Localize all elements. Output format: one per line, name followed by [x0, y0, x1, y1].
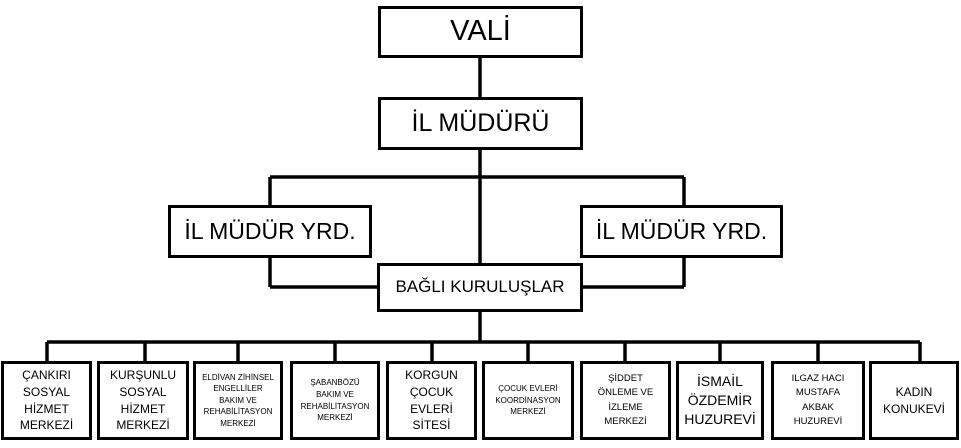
il-mudur-yardimcisi-right-box: İL MÜDÜR YRD.	[580, 205, 783, 258]
unit-label: ÇOCUK EVLERİ KOORDİNASYON MERKEZİ	[495, 384, 561, 417]
vali-box: VALİ	[378, 6, 583, 58]
unit-label: ILGAZ HACI MUSTAFA AKBAK HUZUREVİ	[791, 373, 845, 427]
unit-box: ŞİDDET ÖNLEME VE İZLEME MERKEZİ	[580, 361, 671, 440]
unit-box: ÇANKIRI SOSYAL HİZMET MERKEZİ	[1, 361, 92, 440]
unit-box: KADIN KONUKEVİ	[869, 361, 959, 440]
vali-label: VALİ	[450, 15, 511, 48]
il-mudur-yardimcisi-right-label: İL MÜDÜR YRD.	[595, 217, 768, 244]
unit-box: KORGUN ÇOCUK EVLERİ SİTESİ	[386, 361, 477, 440]
unit-label: KADIN KONUKEVİ	[882, 384, 945, 416]
unit-box: İSMAİL ÖZDEMİR HUZUREVİ	[676, 361, 764, 440]
unit-label: ELDİVAN ZİHİNSEL ENGELLİLER BAKIM VE REH…	[202, 372, 274, 428]
il-mudur-yardimcisi-left-label: İL MÜDÜR YRD.	[184, 217, 356, 244]
unit-label: İSMAİL ÖZDEMİR HUZUREVİ	[684, 373, 756, 427]
bagli-kuruluslar-label: BAĞLI KURULUŞLAR	[395, 277, 565, 297]
unit-label: KORGUN ÇOCUK EVLERİ SİTESİ	[405, 367, 458, 433]
unit-label: ŞABANBÖZÜ BAKIM VE REHABİLİTASYON MERKEZ…	[300, 378, 370, 423]
unit-box: ŞABANBÖZÜ BAKIM VE REHABİLİTASYON MERKEZ…	[290, 361, 380, 440]
unit-label: KURŞUNLU SOSYAL HİZMET MERKEZİ	[109, 367, 176, 433]
unit-box: ELDİVAN ZİHİNSEL ENGELLİLER BAKIM VE REH…	[193, 361, 283, 440]
bagli-kuruluslar-box: BAĞLI KURULUŞLAR	[377, 263, 583, 312]
il-mudur-yardimcisi-left-box: İL MÜDÜR YRD.	[168, 205, 372, 258]
unit-label: ŞİDDET ÖNLEME VE İZLEME MERKEZİ	[597, 373, 654, 427]
il-muduru-box: İL MÜDÜRÜ	[378, 97, 583, 150]
unit-label: ÇANKIRI SOSYAL HİZMET MERKEZİ	[19, 367, 74, 433]
unit-box: KURŞUNLU SOSYAL HİZMET MERKEZİ	[97, 361, 189, 440]
unit-box: ILGAZ HACI MUSTAFA AKBAK HUZUREVİ	[771, 361, 865, 440]
unit-box: ÇOCUK EVLERİ KOORDİNASYON MERKEZİ	[482, 361, 574, 440]
il-muduru-label: İL MÜDÜRÜ	[411, 108, 550, 137]
